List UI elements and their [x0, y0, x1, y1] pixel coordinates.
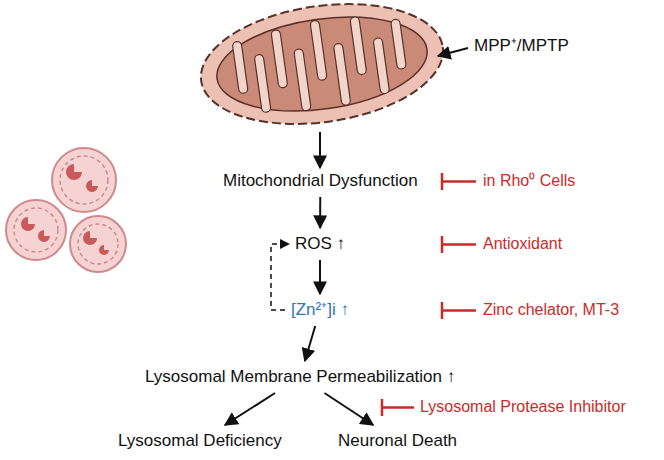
step-text: Lysosomal Deficiency [118, 431, 282, 451]
flow-step: Neuronal Death [336, 430, 459, 452]
step-text: Neuronal Death [338, 431, 457, 451]
step-text: ROS ↑ [295, 234, 345, 254]
lysosome-illustration [6, 148, 126, 272]
inhibitor-label: Lysosomal Protease Inhibitor [420, 397, 626, 417]
flow-arrow [305, 326, 315, 361]
mitochondrion-illustration [193, 0, 451, 138]
flow-step: [Zn²⁺]i ↑ [289, 299, 351, 321]
step-text: Lysosomal Membrane Permeabilization ↑ [145, 367, 455, 387]
flow-step: Mitochondrial Dysfunction [221, 170, 420, 192]
flow-arrow [319, 260, 321, 294]
toxin-label: MPP⁺/MPTP [474, 36, 569, 56]
flow-arrow [319, 132, 321, 168]
inhibitor-label: Zinc chelator, MT-3 [483, 300, 619, 320]
flow-step: ROS ↑ [293, 233, 347, 255]
flow-arrow [319, 197, 321, 228]
step-text: Mitochondrial Dysfunction [223, 171, 418, 191]
flow-step: Lysosomal Deficiency [116, 430, 284, 452]
inhibitor-label: in Rho⁰ Cells [483, 171, 575, 191]
step-text: [Zn²⁺]i ↑ [291, 300, 349, 320]
flow-step: Lysosomal Membrane Permeabilization ↑ [143, 366, 457, 388]
feedback-arrow [271, 244, 289, 310]
flow-arrow [225, 393, 275, 425]
inhibitor-label: Antioxidant [483, 234, 562, 254]
flow-arrow [324, 393, 373, 425]
pointer-arrow [438, 48, 468, 56]
